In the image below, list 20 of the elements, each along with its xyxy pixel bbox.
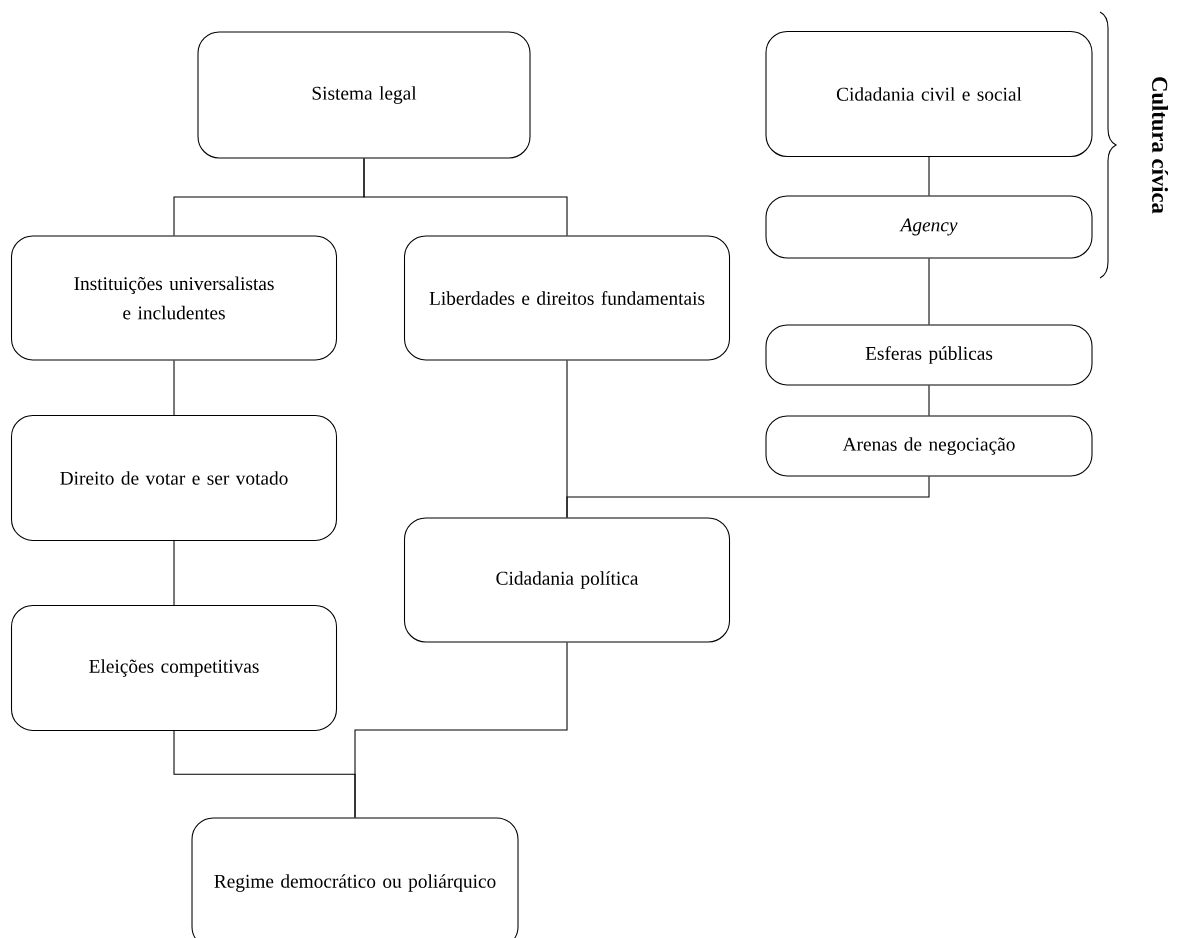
process-box: Cidadania política (403, 517, 731, 643)
connector-line (928, 258, 930, 325)
connector-line (566, 476, 930, 518)
connector-line (173, 540, 175, 606)
process-box: Direito de votar e ser votado (10, 414, 338, 542)
process-box: Agency (765, 195, 1093, 259)
connector-line (928, 156, 930, 196)
connector-line (928, 385, 930, 416)
process-box: Liberdades e direitos fundamentais (403, 235, 731, 361)
process-box: Regime democrático ou poliárquico (191, 817, 519, 938)
connector-line (173, 360, 175, 416)
connector-line (363, 158, 568, 236)
process-box: Arenas de negociação (765, 415, 1093, 477)
process-box: Instituições universalistas e includentes (10, 235, 338, 361)
brace-label: Cultura cívica (1152, 77, 1168, 214)
process-box: Cidadania civil e social (765, 30, 1093, 158)
process-box: Eleições competitivas (10, 604, 338, 732)
process-box: Esferas públicas (765, 324, 1093, 386)
connector-line (354, 642, 568, 818)
process-box: Sistema legal (197, 31, 531, 159)
